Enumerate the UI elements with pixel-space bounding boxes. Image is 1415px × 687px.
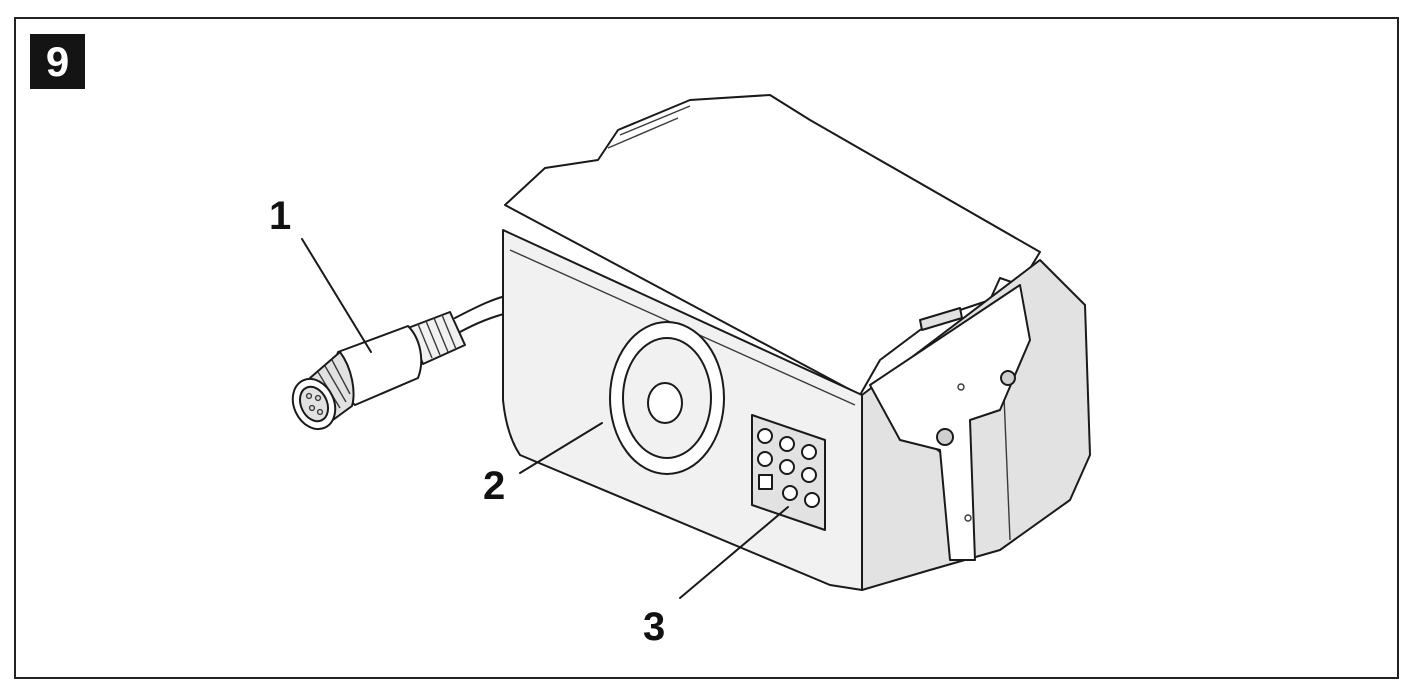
callout-3: 3	[643, 605, 666, 649]
leader-line-2	[519, 422, 603, 474]
panel-button	[804, 492, 820, 508]
panel-button	[757, 451, 773, 467]
panel-button	[757, 428, 773, 444]
button-panel	[751, 414, 826, 531]
panel-button	[779, 436, 795, 452]
mounting-bracket	[869, 284, 1031, 561]
leader-line-1	[301, 238, 372, 353]
panel-button	[801, 444, 817, 460]
panel-button	[801, 467, 817, 483]
panel-button	[782, 485, 798, 501]
lens	[609, 321, 725, 475]
leader-line-3	[679, 506, 789, 599]
callout-2: 2	[483, 464, 506, 508]
panel-button	[779, 459, 795, 475]
figure-number-badge: 9	[30, 34, 85, 89]
connector-plug	[291, 311, 466, 431]
panel-button-square	[758, 474, 773, 490]
callout-1: 1	[269, 194, 292, 238]
